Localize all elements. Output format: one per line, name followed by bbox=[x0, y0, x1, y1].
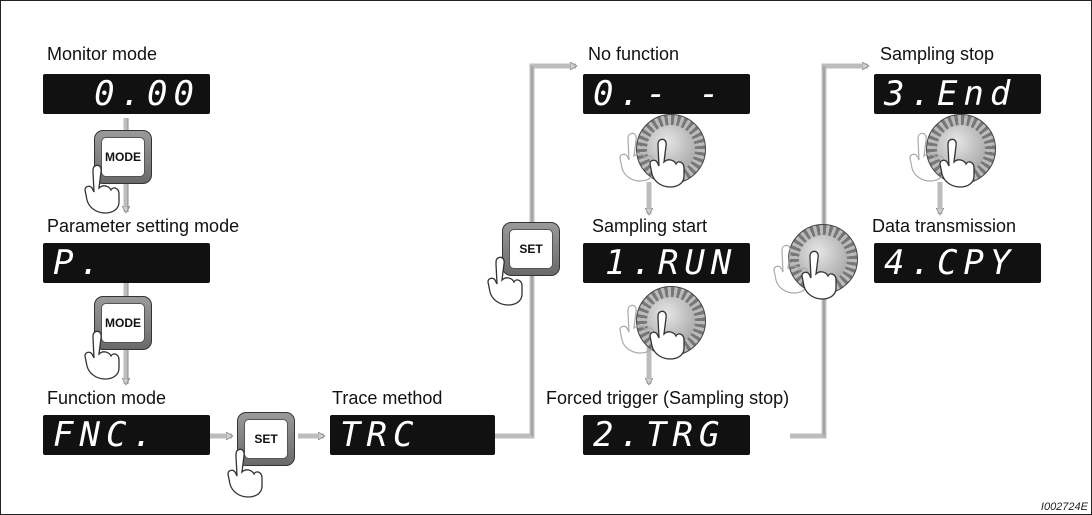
set-key-label: SET bbox=[244, 419, 288, 459]
finger-icon bbox=[84, 330, 120, 380]
parameter-setting-mode-label: Parameter setting mode bbox=[47, 216, 240, 236]
finger-icon bbox=[773, 244, 809, 294]
figure-id: I002724E bbox=[1040, 501, 1088, 513]
finger-icon bbox=[619, 304, 655, 354]
monitor-mode-display: 0.00 bbox=[43, 74, 210, 114]
finger-icon bbox=[909, 132, 945, 182]
setting-dial-icon[interactable] bbox=[788, 224, 858, 294]
sampling-start-label: Sampling start bbox=[592, 216, 708, 236]
function-mode-label: Function mode bbox=[47, 388, 167, 408]
data-transmission-label: Data transmission bbox=[872, 216, 1017, 236]
finger-icon bbox=[649, 310, 685, 360]
finger-icon bbox=[649, 138, 685, 188]
forced-trigger-display: 2.TRG bbox=[583, 415, 750, 455]
finger-icon bbox=[227, 448, 263, 498]
parameter-setting-mode-display: P. 0 bbox=[43, 243, 232, 283]
forced-trigger-label: Forced trigger (Sampling stop) bbox=[546, 388, 790, 408]
set-key-label: SET bbox=[509, 229, 553, 269]
trace-method-display: TRC bbox=[330, 415, 495, 455]
finger-icon bbox=[801, 250, 837, 300]
finger-icon bbox=[619, 132, 655, 182]
data-transmission-display: 4.CPY bbox=[874, 243, 1041, 283]
mode-key-icon[interactable]: MODE bbox=[94, 130, 152, 184]
set-key-icon[interactable]: SET bbox=[237, 412, 295, 466]
finger-icon bbox=[84, 164, 120, 214]
finger-icon bbox=[487, 256, 523, 306]
monitor-mode-label: Monitor mode bbox=[47, 44, 158, 64]
trace-method-label: Trace method bbox=[332, 388, 443, 408]
mode-key-label: MODE bbox=[101, 137, 145, 177]
finger-icon bbox=[939, 138, 975, 188]
mode-key-label: MODE bbox=[101, 303, 145, 343]
set-key-icon[interactable]: SET bbox=[502, 222, 560, 276]
sampling-start-display: 1.RUN bbox=[583, 243, 750, 283]
sampling-stop-display: 3.End bbox=[874, 74, 1041, 114]
function-mode-display: FNC. bbox=[43, 415, 210, 455]
no-function-display: 0.- - - bbox=[583, 74, 772, 114]
no-function-label: No function bbox=[588, 44, 680, 64]
mode-key-icon[interactable]: MODE bbox=[94, 296, 152, 350]
sampling-stop-label: Sampling stop bbox=[880, 44, 995, 64]
